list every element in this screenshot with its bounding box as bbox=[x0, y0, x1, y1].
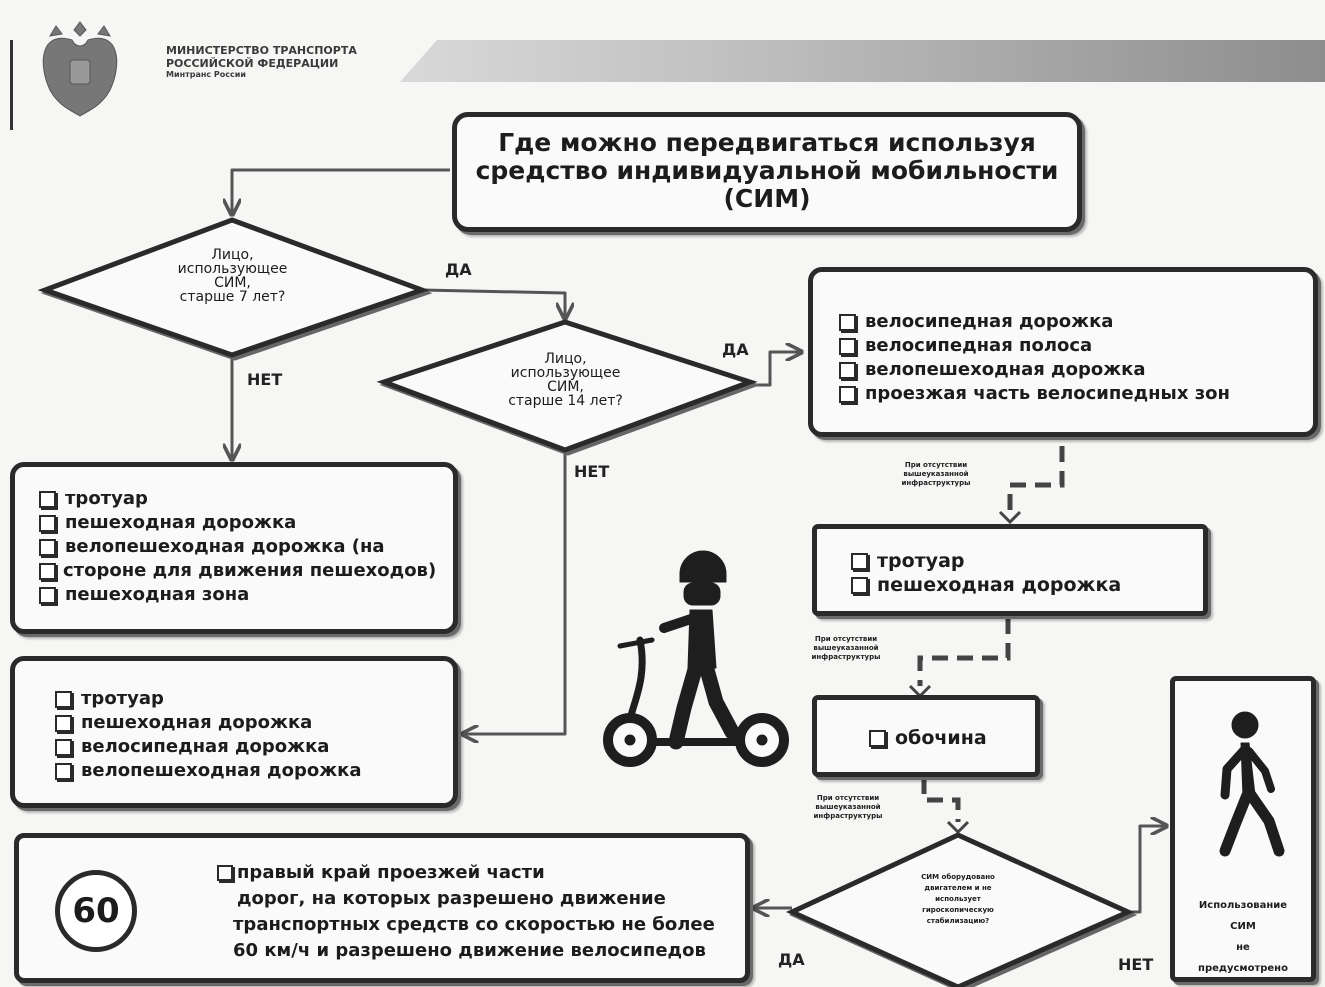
under7-item: велопешеходная дорожка (на bbox=[39, 535, 453, 559]
decision-engine: СИМ оборудовано двигателем и не использу… bbox=[893, 872, 1023, 927]
age7to14-item: велопешеходная дорожка bbox=[55, 759, 453, 783]
age7to14-item: пешеходная дорожка bbox=[55, 711, 453, 735]
header-divider bbox=[10, 40, 13, 130]
road-text: правый край проезжей части дорог, на кот… bbox=[217, 860, 715, 964]
box-not-allowed: Использование СИМ не предусмотрено bbox=[1170, 676, 1316, 982]
box-under7: тротуар пешеходная дорожка велопешеходна… bbox=[10, 462, 458, 634]
under7-item: пешеходная дорожка bbox=[39, 511, 453, 535]
age7to14-item: велосипедная дорожка bbox=[55, 735, 453, 759]
decision-age7-line-3: СИМ, bbox=[214, 275, 251, 291]
over14-item: велопешеходная дорожка bbox=[839, 358, 1313, 382]
yes-label-engine: ДА bbox=[778, 950, 805, 969]
absent-note-1-line-1: При отсутствии bbox=[904, 461, 968, 469]
pedestrian-icon bbox=[1219, 711, 1285, 857]
box-over14: велосипедная дорожка велосипедная полоса… bbox=[808, 267, 1318, 437]
over14-item: велосипедная дорожка bbox=[839, 310, 1313, 334]
fallback1-item: тротуар bbox=[851, 549, 1203, 573]
fallback2-item: обочина bbox=[869, 726, 1035, 750]
decision-age14: Лицо, использующее СИМ, старше 14 лет? bbox=[483, 352, 648, 408]
box-fallback2: обочина bbox=[812, 695, 1040, 777]
absent-note-3: При отсутствии вышеуказанной инфраструкт… bbox=[808, 794, 888, 821]
fallback1-item: пешеходная дорожка bbox=[851, 573, 1203, 597]
title-line-3: (СИМ) bbox=[723, 184, 811, 213]
fallback2-list: обочина bbox=[869, 726, 1035, 750]
absent-note-2-line-2: вышеуказанной bbox=[813, 644, 879, 652]
road-line-1-text: правый край проезжей части bbox=[237, 862, 545, 883]
age7to14-item: тротуар bbox=[55, 687, 453, 711]
decision-age7-line-2: использующее bbox=[177, 261, 288, 277]
yes-label-age7: ДА bbox=[445, 260, 472, 279]
under7-item: пешеходная зона bbox=[39, 583, 453, 607]
under7-item-continued: стороне для движения пешеходов) bbox=[39, 559, 453, 583]
under7-item: тротуар bbox=[39, 487, 453, 511]
over14-item: проезжая часть велосипедных зон bbox=[839, 382, 1313, 406]
yes-label-age14: ДА bbox=[722, 340, 749, 359]
speed-limit-value: 60 bbox=[72, 891, 120, 931]
not-allowed-line-3: не bbox=[1236, 942, 1250, 953]
road-line-1: правый край проезжей части bbox=[217, 860, 715, 886]
not-allowed-line-2: СИМ bbox=[1230, 921, 1256, 932]
decision-age7: Лицо, использующее СИМ, старше 7 лет? bbox=[150, 248, 315, 304]
under7-list: тротуар пешеходная дорожка велопешеходна… bbox=[39, 487, 453, 607]
absent-note-2-line-1: При отсутствии bbox=[814, 635, 878, 643]
decision-age7-line-1: Лицо, bbox=[211, 247, 254, 263]
title-line-1: Где можно передвигаться используя bbox=[498, 128, 1036, 157]
ministry-line-2: РОССИЙСКОЙ ФЕДЕРАЦИИ bbox=[166, 57, 339, 70]
decision-age14-line-4: старше 14 лет? bbox=[508, 393, 623, 409]
ministry-line-1: МИНИСТЕРСТВО ТРАНСПОРТА bbox=[166, 44, 357, 57]
decision-engine-line-5: стабилизацию? bbox=[926, 917, 990, 925]
box-fallback1: тротуар пешеходная дорожка bbox=[812, 524, 1208, 616]
checkbox-icon bbox=[217, 865, 233, 881]
decision-engine-line-4: гироскопическую bbox=[922, 906, 994, 914]
absent-note-3-line-2: вышеуказанной bbox=[815, 803, 881, 811]
absent-note-1-line-3: инфраструктуры bbox=[901, 479, 971, 487]
decision-engine-line-3: использует bbox=[935, 895, 981, 903]
road-line-3: транспортных средств со скоростью не бол… bbox=[233, 914, 715, 935]
title-line-2: средство индивидуальной мобильности bbox=[475, 156, 1059, 185]
not-allowed-line-4: предусмотрено bbox=[1198, 963, 1288, 974]
no-label-age7: НЕТ bbox=[247, 370, 283, 389]
speed-limit-sign-icon: 60 bbox=[55, 870, 137, 952]
road-line-4: 60 км/ч и разрешено движение велосипедов bbox=[233, 940, 706, 961]
over14-item: велосипедная полоса bbox=[839, 334, 1313, 358]
decision-age14-line-2: использующее bbox=[510, 365, 621, 381]
box-road: 60 правый край проезжей части дорог, на … bbox=[14, 833, 750, 983]
no-label-engine: НЕТ bbox=[1118, 955, 1154, 974]
decision-age14-line-1: Лицо, bbox=[544, 351, 587, 367]
not-allowed-text: Использование СИМ не предусмотрено bbox=[1175, 895, 1311, 979]
age7to14-list: тротуар пешеходная дорожка велосипедная … bbox=[55, 687, 453, 783]
header-banner bbox=[400, 40, 1325, 82]
absent-note-2: При отсутствии вышеуказанной инфраструкт… bbox=[806, 635, 886, 662]
box-age7to14: тротуар пешеходная дорожка велосипедная … bbox=[10, 656, 458, 808]
title-box: Где можно передвигаться используя средст… bbox=[452, 112, 1082, 232]
road-line-2: дорог, на которых разрешено движение bbox=[237, 888, 666, 909]
over14-list: велосипедная дорожка велосипедная полоса… bbox=[839, 310, 1313, 406]
not-allowed-line-1: Использование bbox=[1198, 900, 1288, 911]
fallback1-list: тротуар пешеходная дорожка bbox=[851, 549, 1203, 597]
no-label-age14: НЕТ bbox=[574, 462, 610, 481]
absent-note-3-line-1: При отсутствии bbox=[816, 794, 880, 802]
absent-note-3-line-3: инфраструктуры bbox=[813, 812, 883, 820]
decision-engine-line-1: СИМ оборудовано bbox=[921, 873, 995, 881]
absent-note-2-line-3: инфраструктуры bbox=[811, 653, 881, 661]
decision-age7-line-4: старше 7 лет? bbox=[179, 289, 286, 305]
absent-note-1: При отсутствии вышеуказанной инфраструкт… bbox=[896, 461, 976, 488]
ministry-header: МИНИСТЕРСТВО ТРАНСПОРТА РОССИЙСКОЙ ФЕДЕР… bbox=[166, 44, 357, 80]
decision-age14-line-3: СИМ, bbox=[547, 379, 584, 395]
decision-engine-line-2: двигателем и не bbox=[924, 884, 992, 892]
ministry-line-3: Минтранс России bbox=[166, 70, 246, 79]
absent-note-1-line-2: вышеуказанной bbox=[903, 470, 969, 478]
